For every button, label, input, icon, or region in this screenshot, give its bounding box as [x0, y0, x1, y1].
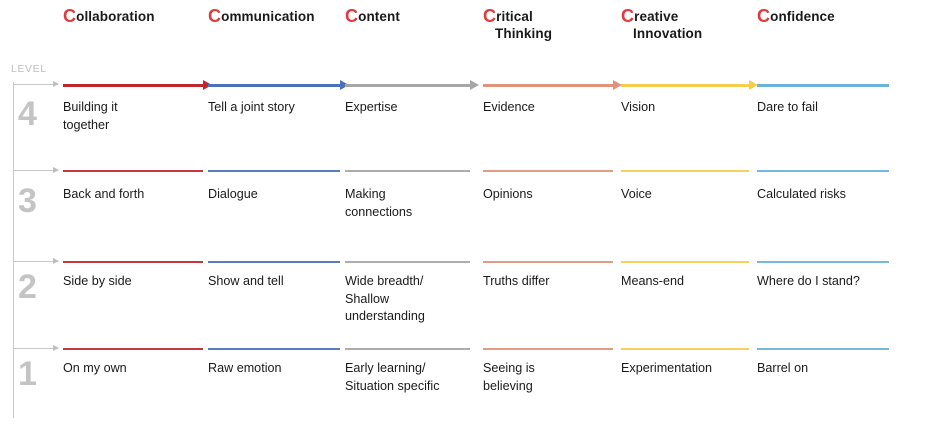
- bar-critical-thinking-level-2: [483, 261, 613, 264]
- bar-confidence-level-3: [757, 170, 889, 173]
- cell-critical-thinking-level-1: Seeing is believing: [483, 361, 535, 393]
- cell-content-level-3: Making connections: [345, 187, 413, 219]
- column-header-content: Content: [345, 6, 400, 26]
- cell-confidence-level-4: Dare to fail: [757, 100, 818, 114]
- column-header-label: ritical: [496, 9, 533, 24]
- bar-communication-level-4: [208, 84, 340, 87]
- level-number-2: 2: [18, 268, 37, 306]
- cell-collaboration-level-3: Back and forth: [63, 187, 145, 201]
- cell-confidence-level-1: Barrel on: [757, 361, 809, 375]
- cell-critical-thinking-level-2: Truths differ: [483, 274, 550, 288]
- cell-collaboration-level-4: Building it together: [63, 100, 118, 132]
- cell-communication-level-4: Tell a joint story: [208, 100, 295, 114]
- bar-creative-innovation-level-2: [621, 261, 749, 264]
- cell-communication-level-1: Raw emotion: [208, 361, 282, 375]
- column-header-capital-letter: C: [621, 6, 635, 26]
- bar-content-level-4: [345, 84, 470, 87]
- bar-communication-level-2: [208, 261, 340, 264]
- bar-critical-thinking-level-1: [483, 348, 613, 351]
- bar-collaboration-level-1: [63, 348, 203, 351]
- column-header-capital-letter: C: [63, 6, 77, 26]
- bar-content-level-2: [345, 261, 470, 264]
- bar-confidence-level-4: [757, 84, 889, 87]
- level-axis-vertical-line: [13, 82, 14, 418]
- bar-collaboration-level-3: [63, 170, 203, 173]
- level-axis-caption: LEVEL: [11, 63, 47, 75]
- level-branch-arrow-4: [13, 81, 59, 87]
- cell-communication-level-2: Show and tell: [208, 274, 284, 288]
- column-header-capital-letter: C: [483, 6, 497, 26]
- bar-collaboration-level-4: [63, 84, 203, 87]
- column-header-capital-letter: C: [208, 6, 222, 26]
- column-header-collaboration: Collaboration: [63, 6, 155, 26]
- column-header-label: ollaboration: [76, 9, 155, 24]
- cell-creative-innovation-level-2: Means-end: [621, 274, 685, 288]
- column-header-label: onfidence: [770, 9, 835, 24]
- cell-collaboration-level-2: Side by side: [63, 274, 132, 288]
- cell-collaboration-level-1: On my own: [63, 361, 127, 375]
- bar-critical-thinking-level-3: [483, 170, 613, 173]
- cell-critical-thinking-level-4: Evidence: [483, 100, 535, 114]
- column-header-capital-letter: C: [757, 6, 771, 26]
- column-header-capital-letter: C: [345, 6, 359, 26]
- bar-content-level-1: [345, 348, 470, 351]
- column-header-label: ommunication: [221, 9, 315, 24]
- bar-collaboration-level-2: [63, 261, 203, 264]
- cell-creative-innovation-level-3: Voice: [621, 187, 652, 201]
- cell-critical-thinking-level-3: Opinions: [483, 187, 533, 201]
- column-header-communication: Communication: [208, 6, 315, 26]
- column-header-label: ontent: [358, 9, 400, 24]
- level-branch-arrow-2: [13, 258, 59, 264]
- level-branch-arrow-1: [13, 345, 59, 351]
- bar-confidence-level-1: [757, 348, 889, 351]
- bar-creative-innovation-level-1: [621, 348, 749, 351]
- level-branch-arrow-3: [13, 167, 59, 173]
- cell-confidence-level-2: Where do I stand?: [757, 274, 860, 288]
- level-number-4: 4: [18, 95, 37, 133]
- bar-communication-level-3: [208, 170, 340, 173]
- column-header-label-line2: Innovation: [633, 26, 703, 41]
- level-number-3: 3: [18, 182, 37, 220]
- bar-confidence-level-2: [757, 261, 889, 264]
- bar-content-level-3: [345, 170, 470, 173]
- cell-content-level-4: Expertise: [345, 100, 398, 114]
- bar-critical-thinking-level-4: [483, 84, 613, 87]
- bar-creative-innovation-level-4: [621, 84, 749, 87]
- cell-communication-level-3: Dialogue: [208, 187, 258, 201]
- cell-content-level-2: Wide breadth/ Shallow understanding: [345, 274, 425, 323]
- cell-creative-innovation-level-1: Experimentation: [621, 361, 713, 375]
- cell-content-level-1: Early learning/ Situation specific: [345, 361, 440, 393]
- column-header-label-line2: Thinking: [495, 26, 553, 41]
- bar-creative-innovation-level-3: [621, 170, 749, 173]
- cell-creative-innovation-level-4: Vision: [621, 100, 656, 114]
- column-header-confidence: Confidence: [757, 6, 835, 26]
- level-number-1: 1: [18, 355, 37, 393]
- cell-confidence-level-3: Calculated risks: [757, 187, 846, 201]
- bar-communication-level-1: [208, 348, 340, 351]
- column-header-label: reative: [634, 9, 679, 24]
